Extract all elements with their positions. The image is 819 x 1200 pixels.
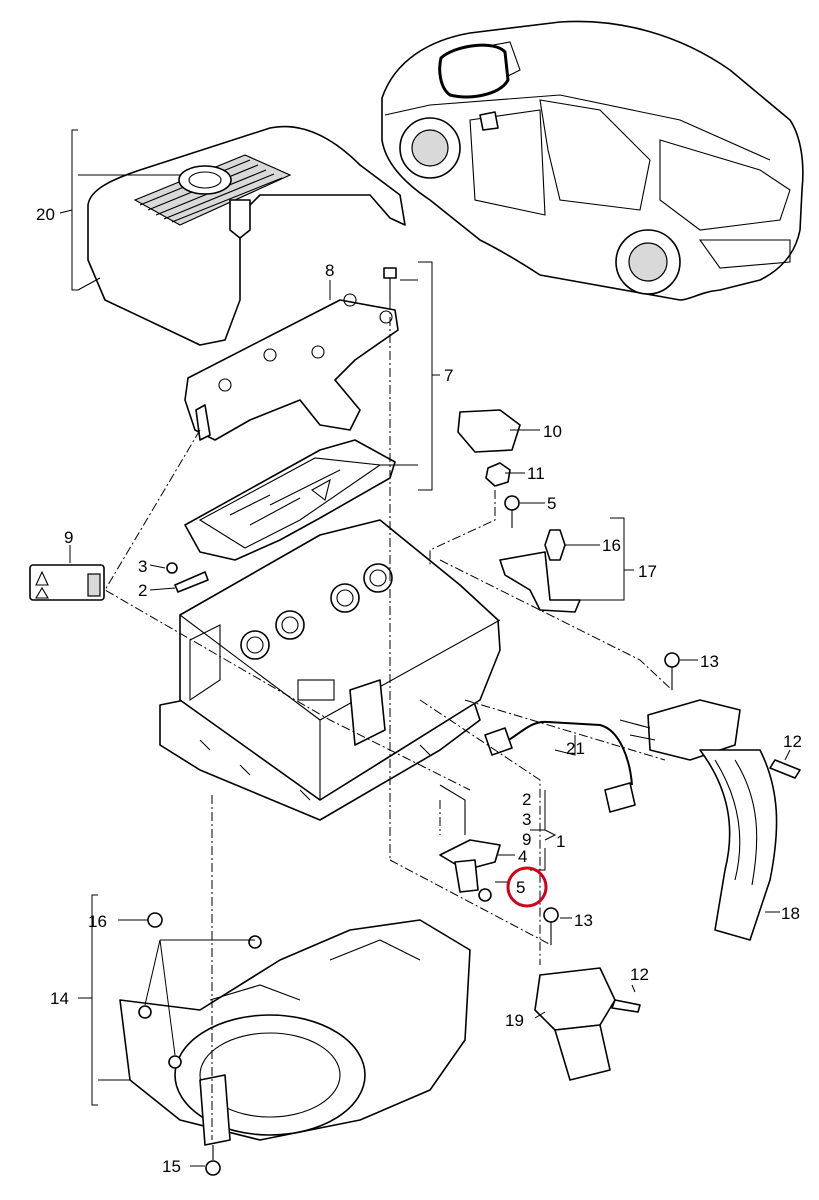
gasket-cover [184, 293, 399, 441]
power-electronics-housing [159, 519, 501, 821]
leader-lines [59, 129, 791, 1167]
callout-11: 11 [527, 464, 545, 483]
callout-labels: 20 8 7 10 11 5 16 17 9 3 2 13 12 21 2 3 … [36, 205, 802, 1176]
callout-8: 8 [325, 261, 334, 280]
callout-2-left: 2 [138, 581, 147, 600]
bracket [499, 551, 581, 613]
vehicle-illustration [381, 20, 804, 301]
callout-1: 1 [556, 832, 565, 851]
circuit-board [184, 439, 396, 561]
speed-sensor [439, 784, 501, 902]
callout-3-right: 3 [522, 810, 531, 829]
engine-cover [87, 125, 406, 346]
callout-17: 17 [638, 562, 657, 581]
callout-9-left: 9 [64, 528, 73, 547]
callout-2-right: 2 [522, 790, 531, 809]
hv-terminal-upper [619, 652, 801, 779]
callout-4: 4 [518, 847, 527, 866]
callout-16-lower: 16 [88, 912, 107, 931]
callout-12-upper: 12 [783, 732, 802, 751]
alignment-lines [104, 300, 673, 1140]
callout-10: 10 [543, 422, 562, 441]
warning-label [29, 564, 105, 601]
wiring-harness [484, 720, 636, 813]
sensor-cap [457, 409, 521, 453]
callout-21: 21 [566, 739, 585, 758]
nut [485, 462, 511, 487]
callout-5-highlighted: 5 [516, 878, 525, 897]
callout-13-upper: 13 [700, 652, 719, 671]
bolt-upper [504, 495, 520, 528]
hv-cable-bundle [699, 749, 778, 941]
mounting-frame [119, 919, 471, 1146]
callout-18: 18 [781, 904, 800, 923]
callout-3-left: 3 [138, 557, 147, 576]
callout-15: 15 [162, 1157, 181, 1176]
callout-7: 7 [444, 366, 453, 385]
callout-5-upper: 5 [547, 494, 556, 513]
callout-13-lower: 13 [574, 911, 593, 930]
callout-9-right: 9 [522, 830, 531, 849]
callout-20: 20 [36, 205, 55, 224]
mount-studs [138, 912, 262, 1176]
highlight-circle [506, 866, 548, 908]
callout-16-upper: 16 [602, 536, 621, 555]
temperature-sensor [544, 529, 566, 561]
callout-19: 19 [505, 1011, 524, 1030]
callout-12-lower: 12 [630, 965, 649, 984]
hv-terminal-lower [534, 907, 641, 1081]
callout-14: 14 [50, 989, 69, 1008]
cover-bolt [383, 267, 397, 300]
small-screw-set [166, 562, 209, 593]
